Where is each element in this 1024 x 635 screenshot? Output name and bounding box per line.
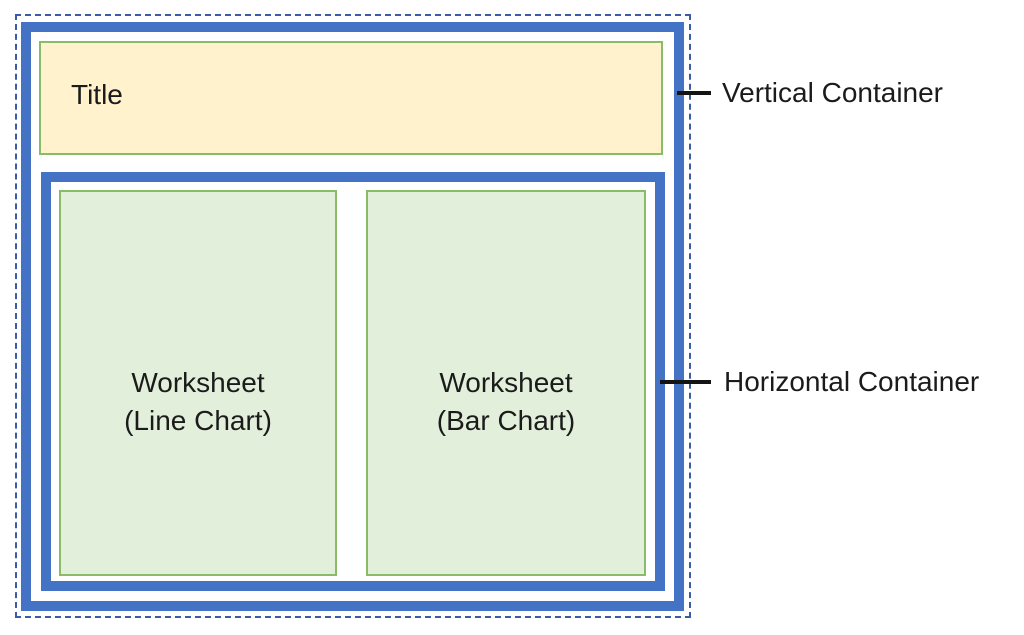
title-box: Title xyxy=(39,41,663,155)
title-label: Title xyxy=(71,79,123,110)
dashboard-outer-boundary xyxy=(15,14,691,618)
worksheet-bar-chart-label-line1: Worksheet xyxy=(439,367,573,398)
worksheet-bar-chart-label-line2: (Bar Chart) xyxy=(436,405,576,436)
horizontal-container-annotation: Horizontal Container xyxy=(724,366,980,397)
horizontal-container-callout-line xyxy=(660,380,711,384)
vertical-container-callout-line xyxy=(677,91,711,95)
vertical-container-annotation: Vertical Container xyxy=(722,77,944,108)
worksheet-line-chart: Worksheet (Line Chart) xyxy=(59,190,337,576)
worksheet-line-chart-label-line2: (Line Chart) xyxy=(124,405,272,436)
worksheet-bar-chart: Worksheet (Bar Chart) xyxy=(366,190,646,576)
worksheet-line-chart-label-line1: Worksheet xyxy=(131,367,265,398)
